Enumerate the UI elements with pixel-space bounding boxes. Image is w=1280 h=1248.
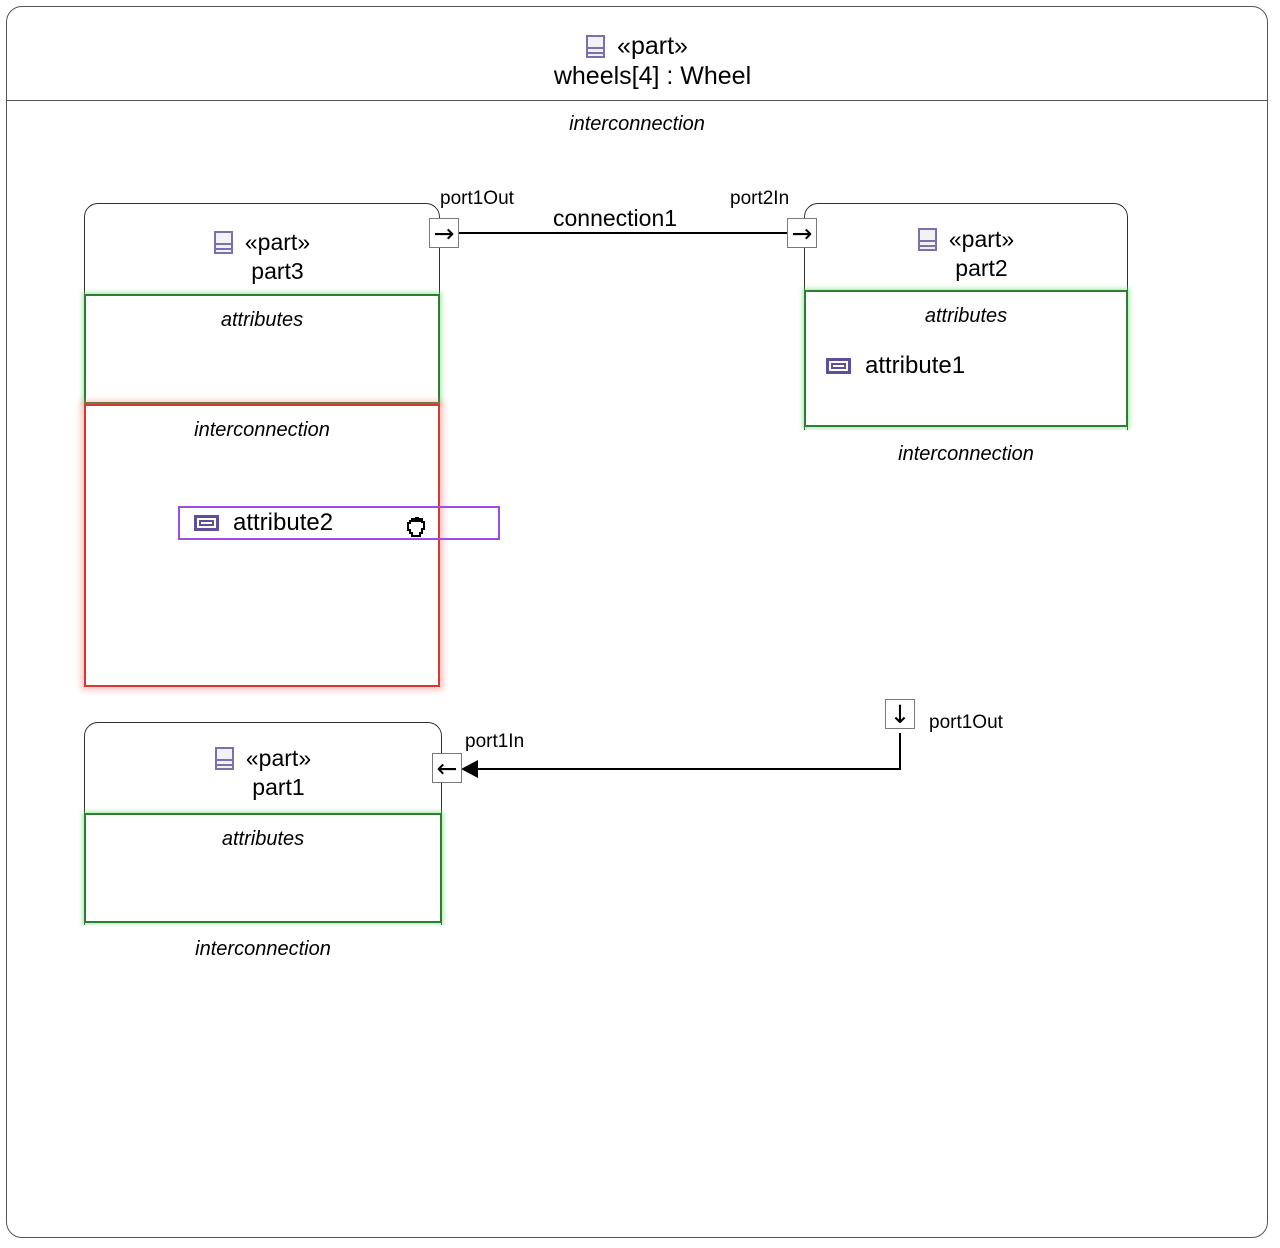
part2-header: «part» [805,204,1127,254]
attribute-icon [826,358,851,374]
part3-attributes-label: attributes [220,309,304,331]
attribute1-label: attribute1 [865,352,966,379]
part3-header: «part» [85,204,439,257]
part-icon [214,747,234,770]
part3-name-row: part3 [85,204,439,286]
part-icon [586,34,606,58]
part1-header: «part» [85,723,441,773]
part3-stereotype: «part» [244,229,311,255]
attribute-row-attribute2[interactable]: attribute2 [178,509,333,537]
part-icon [213,231,233,254]
outer-part-header: «part» wheels[4] : Wheel [7,7,1267,101]
part2-name-row: part2 [805,204,1127,283]
port-label-part3-port1Out: port1Out [440,188,514,209]
attribute2-selection-box[interactable] [178,506,500,540]
part1-interconnection-label: interconnection [195,938,331,960]
part2-name: part2 [955,255,1008,281]
part1-attributes-compartment[interactable]: attributes [84,813,442,923]
attribute-row-attribute1[interactable]: attribute1 [804,352,965,380]
part3-name: part3 [251,258,304,284]
port-part2-port1Out[interactable]: ↓ [885,699,915,729]
connection2-horizontal-segment[interactable] [478,768,901,770]
outer-part-name: wheels[4] : Wheel [553,62,752,90]
connection1-label: connection1 [553,205,678,231]
part-icon [917,228,937,251]
part2-interconnection-label: interconnection [898,443,1034,465]
part2-stereotype: «part» [948,226,1015,252]
part3-interconnection-compartment[interactable]: interconnection [84,404,440,687]
connection2-arrowhead [461,760,478,778]
port-arrow-down-icon: ↓ [889,699,911,729]
port-label-part1-port1In: port1In [465,731,525,752]
connection2-vertical-segment[interactable] [899,733,901,769]
part1-name-row: part1 [85,723,441,802]
part2-attributes-compartment[interactable]: attributes [804,290,1128,427]
attribute-icon [194,515,219,531]
part2-attributes-label: attributes [924,305,1008,327]
part1-name: part1 [252,774,305,800]
attribute2-label: attribute2 [233,509,334,536]
part1-interconnection-compartment[interactable]: interconnection [84,925,442,1207]
port-label-part2-port1Out: port1Out [929,712,1003,733]
port-part2-port2In[interactable]: → [787,218,817,248]
port-arrow-right-icon: → [791,218,813,248]
outer-part-stereotype: «part» [617,32,688,60]
connection1-line[interactable] [457,232,787,234]
part1-attributes-label: attributes [221,828,305,850]
port-arrow-left-icon: ← [436,753,458,783]
port-part3-port1Out[interactable]: → [429,218,459,248]
part1-stereotype: «part» [245,745,312,771]
port-label-part2-port2In: port2In [730,188,790,209]
outer-interconnection-label: interconnection [569,113,705,135]
part2-interconnection-compartment[interactable]: interconnection [804,430,1128,706]
outer-part-title: «part» [7,31,1267,61]
part3-interconnection-label: interconnection [194,419,330,441]
part3-attributes-compartment[interactable]: attributes [84,294,440,404]
port-part1-port1In[interactable]: ← [432,753,462,783]
port-arrow-right-icon: → [433,218,455,248]
